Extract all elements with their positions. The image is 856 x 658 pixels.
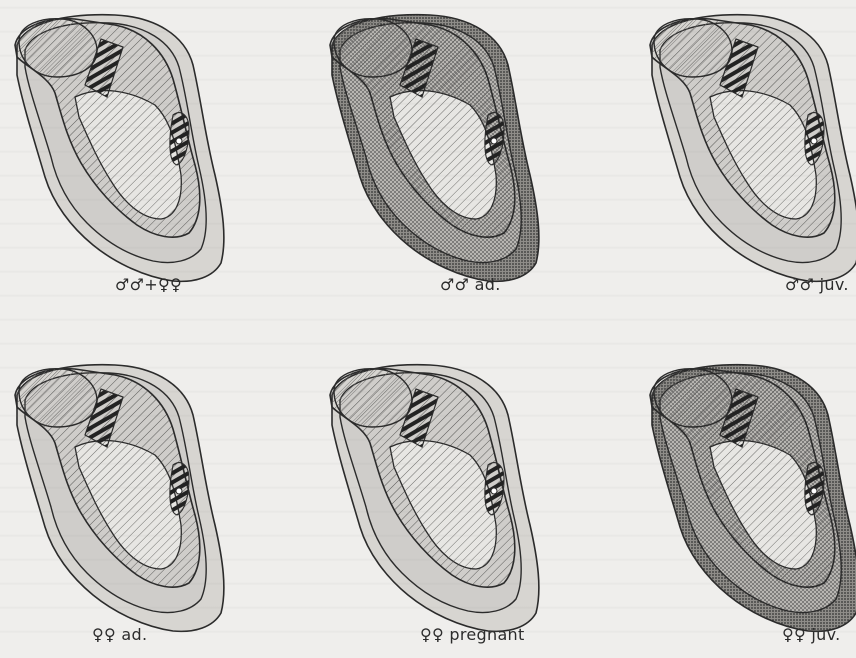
caption-f-juv: ♀♀ juv. <box>782 625 841 644</box>
foramen-dot <box>176 488 182 494</box>
foramen-dot <box>811 488 817 494</box>
head-region <box>19 19 97 77</box>
panel-m-ad <box>330 15 539 282</box>
caption-f-ad: ♀♀ ad. <box>92 625 147 644</box>
foramen-dot <box>491 488 497 494</box>
head-region <box>654 369 732 427</box>
head-region <box>654 19 732 77</box>
head-region <box>334 369 412 427</box>
caption-f-preg: ♀♀ pregnant <box>420 625 525 644</box>
panel-f-juv <box>650 365 856 632</box>
caption-m-juv: ♂♂ juv. <box>785 275 849 294</box>
panel-all <box>15 15 224 282</box>
caption-m-ad: ♂♂ ad. <box>440 275 501 294</box>
caption-all: ♂♂+♀♀ <box>115 275 182 294</box>
head-region <box>19 369 97 427</box>
foramen-dot <box>176 138 182 144</box>
head-region <box>334 19 412 77</box>
panel-m-juv <box>650 15 856 282</box>
panel-f-preg <box>330 365 539 632</box>
foramen-dot <box>491 138 497 144</box>
panel-f-ad <box>15 365 224 632</box>
foramen-dot <box>811 138 817 144</box>
